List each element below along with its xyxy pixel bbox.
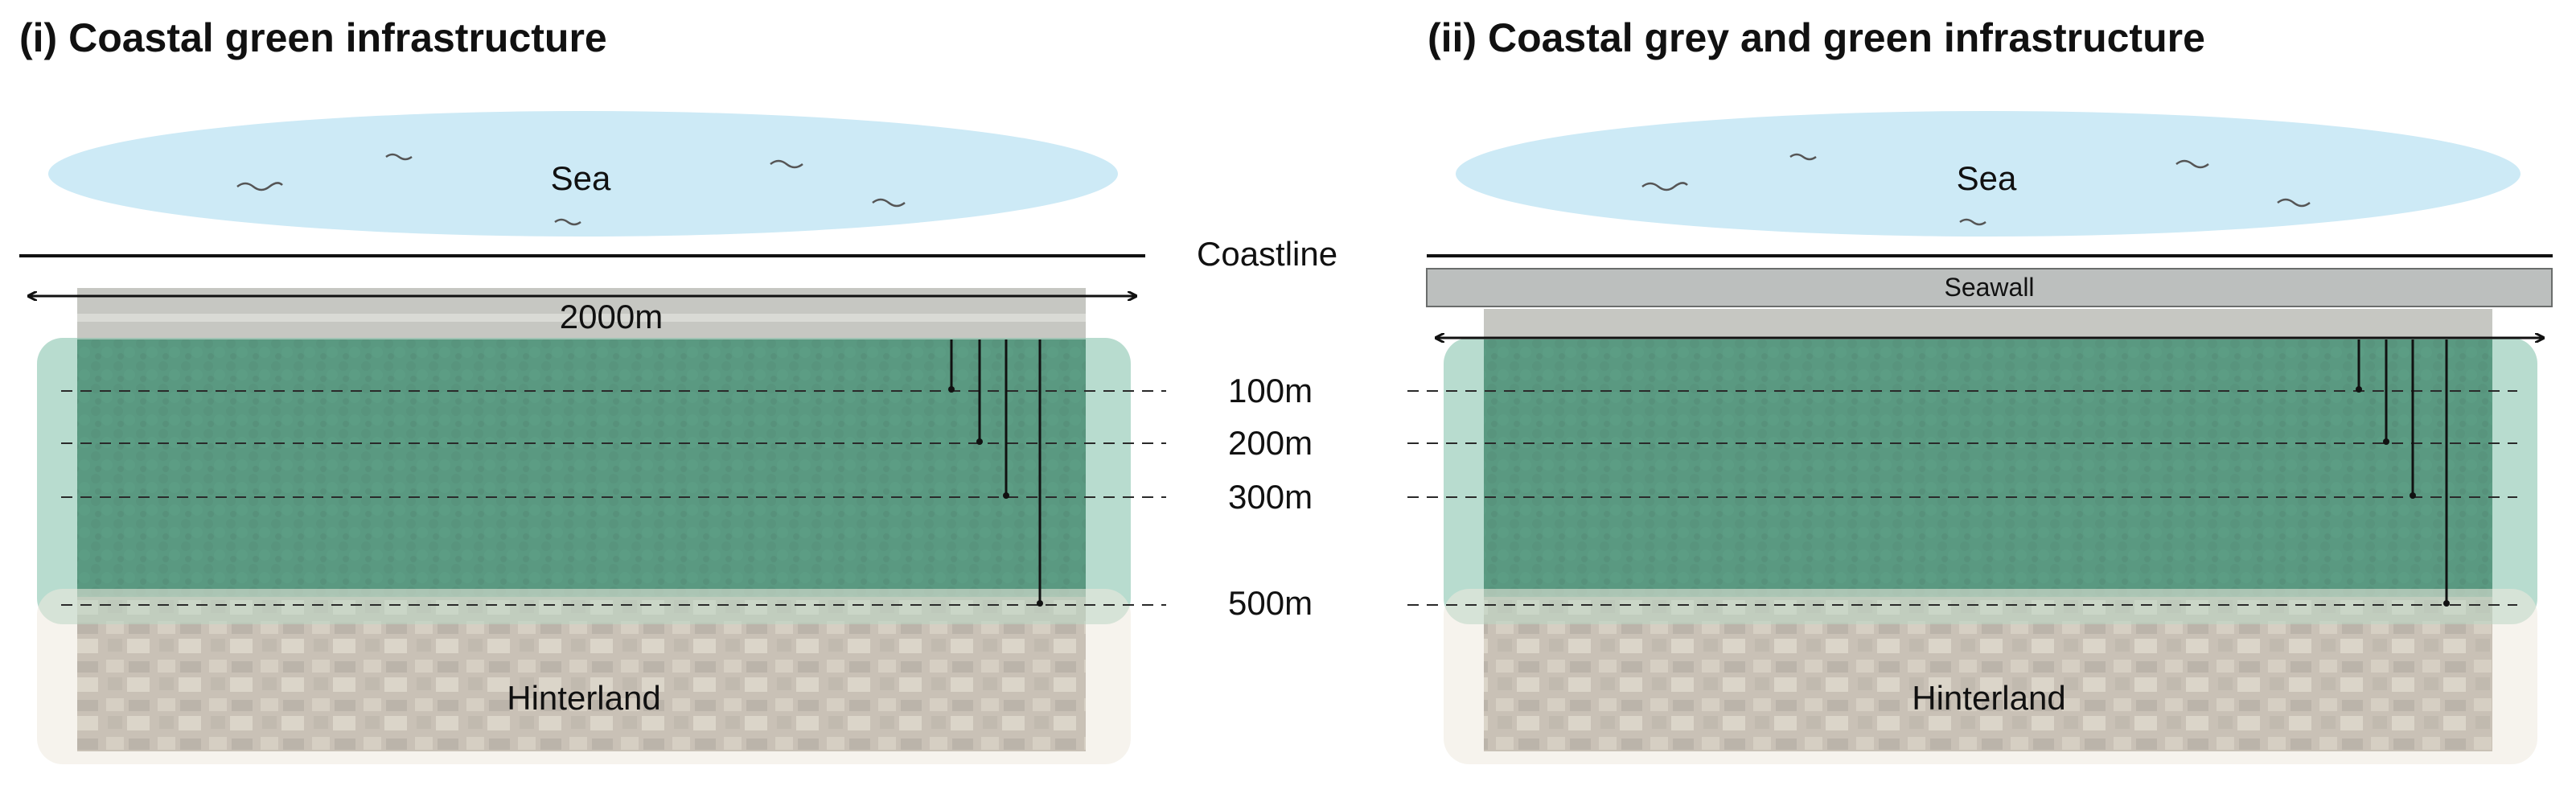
depth-markers: [2357, 339, 2448, 603]
depth-markers: [950, 339, 1041, 603]
hinterland-label: Hinterland: [507, 679, 661, 717]
panel-2-title: (ii) Coastal grey and green infrastructu…: [1428, 15, 2205, 60]
hinterland-band: [37, 589, 1131, 764]
distance-label-100m: 100m: [1228, 372, 1313, 409]
green-buffer-band: [37, 338, 1131, 624]
panel-1: [19, 111, 1166, 764]
distance-label-500m: 500m: [1228, 584, 1313, 622]
green-buffer-band: [1444, 338, 2537, 624]
coastline-label: Coastline: [1197, 235, 1338, 273]
sea-label: Sea: [1956, 159, 2017, 197]
depth-marker-dots: [948, 386, 1043, 607]
sea-label: Sea: [550, 159, 611, 197]
distance-dashed-lines: [61, 390, 1166, 606]
wave-icons: [1641, 153, 2311, 226]
depth-marker-dots: [2356, 386, 2450, 607]
distance-dashed-lines: [1407, 390, 2517, 606]
distance-label-200m: 200m: [1228, 424, 1313, 462]
sea-ellipse: [48, 111, 1118, 237]
wave-icons: [236, 153, 906, 226]
width-label: 2000m: [559, 298, 664, 335]
hinterland-label: Hinterland: [1912, 679, 2066, 717]
seawall: Seawall: [1426, 268, 2553, 307]
seawall-label: Seawall: [1944, 273, 2035, 302]
sea-ellipse: [1456, 111, 2521, 237]
panel-1-title: (i) Coastal green infrastructure: [19, 15, 607, 60]
hinterland-band: [1444, 589, 2537, 764]
panel-2: [1407, 111, 2553, 764]
distance-label-300m: 300m: [1228, 478, 1313, 516]
beach-road-strip: [1484, 309, 2492, 339]
